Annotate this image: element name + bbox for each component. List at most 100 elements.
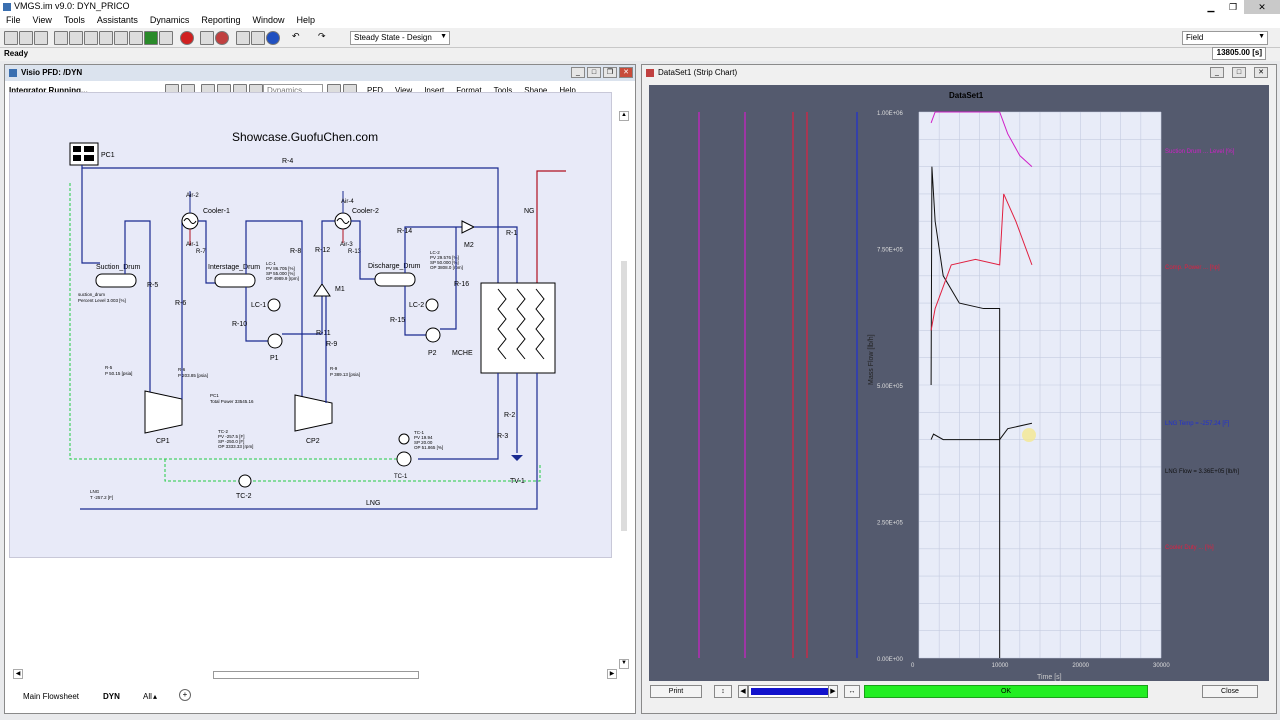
temp-controller-tc1[interactable] <box>396 451 412 467</box>
scroll-right-icon[interactable]: ▶ <box>828 685 838 698</box>
calculator-icon[interactable] <box>114 31 128 45</box>
new-icon[interactable] <box>4 31 18 45</box>
workbook-icon[interactable] <box>99 31 113 45</box>
compressor-cp2[interactable] <box>294 394 333 432</box>
vertical-scrollbar[interactable] <box>621 261 627 531</box>
flowsheet-icon[interactable] <box>54 31 68 45</box>
scroll-left-icon[interactable]: ◀ <box>13 669 23 679</box>
interstage-drum[interactable] <box>214 273 256 288</box>
visio-menu-help[interactable]: Help <box>559 86 576 95</box>
ok-status-bar[interactable]: OK <box>864 685 1148 698</box>
discharge-drum[interactable] <box>374 272 416 287</box>
visio-menu-format[interactable]: Format <box>456 86 482 95</box>
tab-all[interactable]: All <box>143 692 152 701</box>
level-controller-lc1[interactable] <box>267 298 281 312</box>
menu-file[interactable]: File <box>6 15 21 25</box>
close-icon[interactable]: ✕ <box>1254 67 1268 78</box>
close-icon[interactable]: ✕ <box>619 67 633 78</box>
resize-horizontal-icon[interactable]: ↔ <box>844 685 860 698</box>
time-scroller[interactable] <box>748 685 836 698</box>
checklist-icon[interactable] <box>236 31 250 45</box>
pencil-icon[interactable] <box>159 31 173 45</box>
tab-dyn[interactable]: DYN <box>103 692 120 701</box>
suction-drum[interactable] <box>95 273 137 288</box>
status-row: Ready <box>0 48 1280 61</box>
stream-ng[interactable] <box>536 170 566 283</box>
compressor-cp1[interactable] <box>144 390 183 434</box>
visio-menu-shape[interactable]: Shape <box>524 86 548 95</box>
valve-tv1[interactable] <box>511 455 523 461</box>
lc1-label: LC-1 <box>251 302 266 309</box>
scroll-left-icon[interactable]: ◀ <box>738 685 748 698</box>
maximize-icon[interactable]: □ <box>1232 67 1246 78</box>
table-icon[interactable] <box>84 31 98 45</box>
resize-vertical-icon[interactable]: ↕ <box>714 685 732 698</box>
scroll-up-icon[interactable]: ▲ <box>619 111 629 121</box>
y-axis-label: Mass Flow [lb/h] <box>868 334 875 385</box>
menu-view[interactable]: View <box>32 15 52 25</box>
mode-select[interactable]: Steady State - Design▼ <box>350 31 450 45</box>
r9-tag-2: P 389.13 [psia] <box>330 372 360 377</box>
r10-label: R-10 <box>232 321 247 328</box>
maximize-icon[interactable]: □ <box>587 67 601 78</box>
tab-main-flowsheet[interactable]: Main Flowsheet <box>23 692 80 701</box>
r9-label: R-9 <box>326 341 337 348</box>
air1-label: Air-1 <box>186 242 199 248</box>
visio-menu-tools[interactable]: Tools <box>493 86 513 95</box>
scroll-down-icon[interactable]: ▼ <box>619 659 629 669</box>
scroll-right-icon[interactable]: ▶ <box>607 669 617 679</box>
stream-r4[interactable] <box>81 165 499 283</box>
menu-dynamics[interactable]: Dynamics <box>149 15 190 25</box>
r8-label: R-8 <box>290 248 301 255</box>
open-icon[interactable] <box>19 31 33 45</box>
visio-titlebar: Visio PFD: /DYN _ □ ❐ ✕ <box>5 65 635 81</box>
report-icon[interactable] <box>129 31 143 45</box>
pc1-controller[interactable] <box>69 142 99 166</box>
layout-icon[interactable] <box>69 31 83 45</box>
mixer-m1[interactable] <box>313 283 331 297</box>
save-icon[interactable] <box>34 31 48 45</box>
maximize-icon[interactable]: ❐ <box>1228 1 1238 12</box>
menu-help[interactable]: Help <box>296 15 315 25</box>
help-icon[interactable] <box>266 31 280 45</box>
level-controller-lc2[interactable] <box>425 298 439 312</box>
r12-label: R-12 <box>315 247 330 254</box>
suction-tag-1: suction_drum <box>78 292 105 297</box>
menu-assistants[interactable]: Assistants <box>96 15 138 25</box>
visio-menu-insert[interactable]: Insert <box>424 86 445 95</box>
visio-menu-pfd[interactable]: PFD <box>367 86 383 95</box>
grid-icon[interactable] <box>251 31 265 45</box>
record-icon[interactable] <box>215 31 229 45</box>
pump-p1[interactable] <box>267 333 283 349</box>
visio-menu-view[interactable]: View <box>395 86 413 95</box>
r9-tag-1: R-9 <box>330 366 338 371</box>
print-button[interactable]: Print <box>650 685 702 698</box>
tc2-tag-2: PV -257.5 [F] <box>218 434 245 439</box>
minimize-icon[interactable]: _ <box>1210 67 1224 78</box>
horizontal-scrollbar[interactable] <box>213 671 419 679</box>
pump-p2[interactable] <box>425 327 441 343</box>
legend-entry: Cooler Duty ... [%] <box>1165 545 1214 551</box>
stop-icon[interactable] <box>180 31 194 45</box>
field-select[interactable]: Field▼ <box>1182 31 1268 45</box>
mixer-m2[interactable] <box>461 220 476 234</box>
tc2-tag-3: SP -250.0 [F] <box>218 439 244 444</box>
undo-icon[interactable]: ↶ <box>292 31 306 45</box>
scroller-thumb[interactable] <box>751 688 829 695</box>
close-icon[interactable]: ✕ <box>1244 0 1280 14</box>
status-text: Ready <box>4 49 29 58</box>
minimize-icon[interactable]: _ <box>571 67 585 78</box>
y-tick-label: 1.00E+06 <box>877 111 904 117</box>
run-icon[interactable] <box>144 31 158 45</box>
close-button[interactable]: Close <box>1202 685 1258 698</box>
add-sheet-icon[interactable]: + <box>179 689 191 701</box>
menu-tools[interactable]: Tools <box>63 15 85 25</box>
minimize-icon[interactable]: ▁ <box>1207 1 1215 12</box>
temp-controller-tc2[interactable] <box>238 474 252 488</box>
redo-icon[interactable]: ↷ <box>318 31 332 45</box>
restore-icon[interactable]: ❐ <box>603 67 617 78</box>
menu-window[interactable]: Window <box>252 15 285 25</box>
menu-reporting[interactable]: Reporting <box>201 15 241 25</box>
chevron-up-icon: ▴ <box>153 692 158 701</box>
integrator-icon[interactable] <box>200 31 214 45</box>
